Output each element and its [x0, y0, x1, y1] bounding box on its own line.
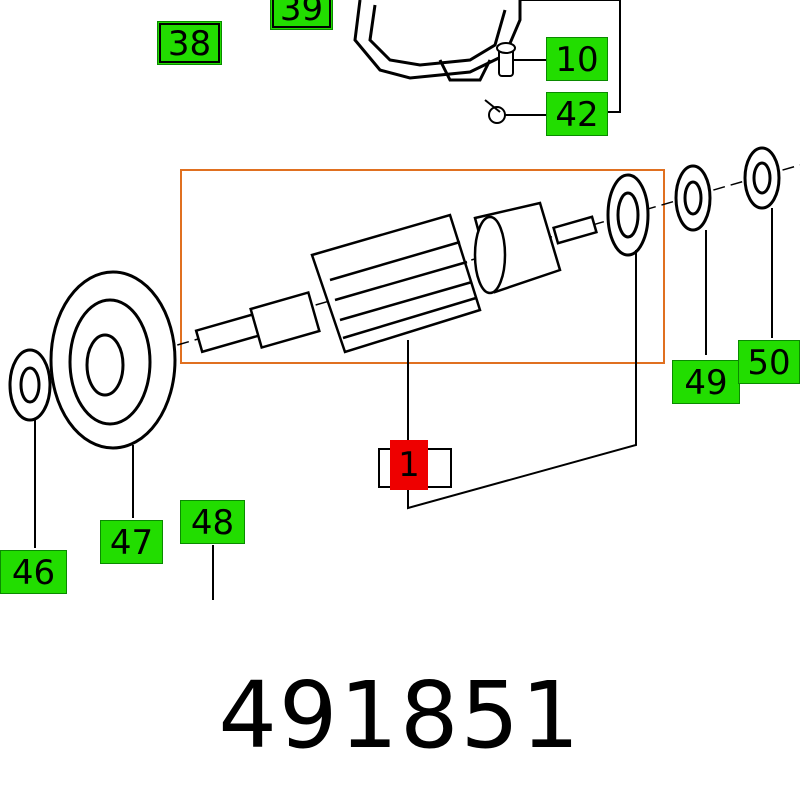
armature-rotor [194, 201, 598, 354]
bearing-1 [606, 173, 650, 257]
callout-47[interactable]: 47 [100, 520, 163, 564]
callout-42[interactable]: 42 [546, 92, 608, 136]
housing-part [353, 0, 621, 113]
callout-1-highlighted[interactable]: 1 [390, 440, 428, 490]
part-number: 491851 [218, 662, 582, 769]
callout-39[interactable]: 39 [270, 0, 333, 30]
callout-49[interactable]: 49 [672, 360, 740, 404]
gear-47 [49, 270, 177, 450]
bearing-46 [8, 348, 52, 422]
screw-10 [496, 42, 546, 77]
screw-42 [484, 99, 546, 124]
callout-48[interactable]: 48 [180, 500, 245, 544]
callout-50[interactable]: 50 [738, 340, 800, 384]
callout-46[interactable]: 46 [0, 550, 67, 594]
bearing-50 [743, 146, 781, 210]
callout-38[interactable]: 38 [157, 21, 222, 65]
leader-lines [34, 208, 773, 600]
callout-10[interactable]: 10 [546, 37, 608, 81]
assembly-frame [180, 169, 665, 364]
bearing-49 [674, 164, 712, 232]
